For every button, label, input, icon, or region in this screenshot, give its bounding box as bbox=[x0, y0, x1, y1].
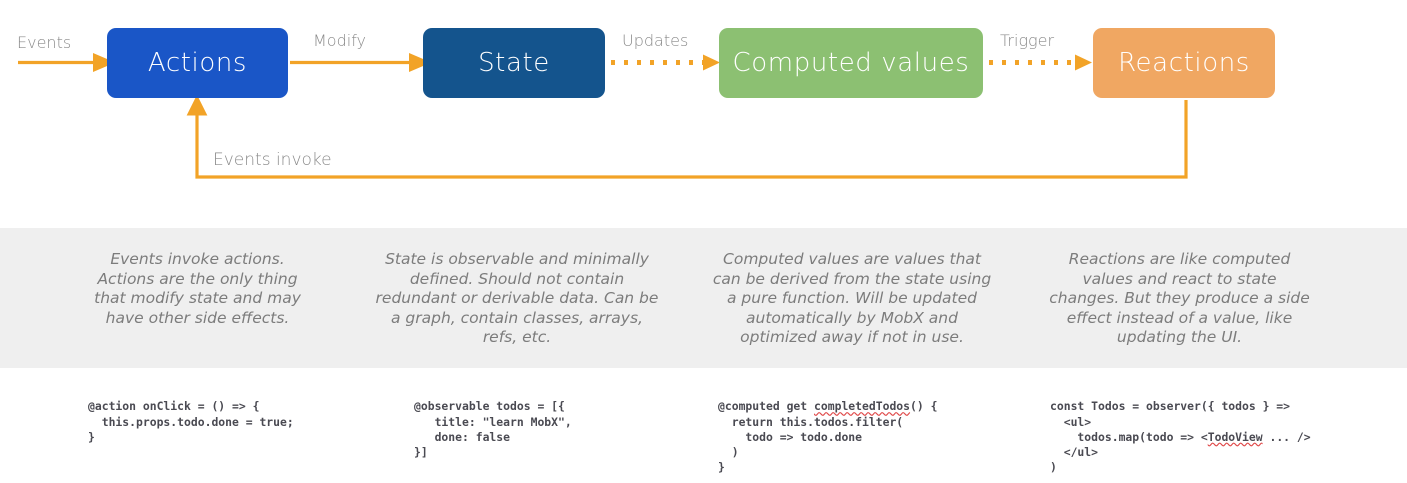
node-state[interactable]: State bbox=[423, 28, 605, 98]
arrowhead-updates bbox=[703, 54, 720, 71]
description-computed-values: Computed values are values that can be d… bbox=[712, 250, 992, 346]
description-state: State is observable and minimally define… bbox=[375, 250, 659, 346]
code-sample-actions: @action onClick = () => { this.props.tod… bbox=[88, 399, 294, 444]
description-band: Events invoke actions. Actions are the o… bbox=[0, 228, 1407, 368]
edge-label-events-invoke: Events invoke bbox=[213, 150, 332, 170]
node-reactions[interactable]: Reactions bbox=[1093, 28, 1275, 98]
code-sample-state: @observable todos = [{ title: "learn Mob… bbox=[414, 399, 572, 459]
edge-label-modify: Modify bbox=[313, 31, 367, 50]
flow-arrows bbox=[18, 52, 1188, 179]
code-computed-suffix: () { return this.todos.filter( todo => t… bbox=[718, 399, 938, 475]
edge-label-updates: Updates bbox=[622, 31, 689, 50]
flow-diagram: Actions State Computed values Reactions … bbox=[0, 0, 1407, 228]
node-actions[interactable]: Actions bbox=[107, 28, 288, 98]
code-reactions-prefix: const Todos = observer({ todos } => <ul>… bbox=[1050, 399, 1291, 444]
code-sample-reactions: const Todos = observer({ todos } => <ul>… bbox=[1050, 399, 1311, 475]
code-computed-flagged-token: completedTodos bbox=[814, 399, 911, 414]
node-computed-values[interactable]: Computed values bbox=[719, 28, 983, 98]
description-reactions: Reactions are like computed values and r… bbox=[1049, 250, 1310, 346]
code-band: @action onClick = () => { this.props.tod… bbox=[0, 368, 1407, 483]
code-reactions-suffix: ... /> </ul> ) bbox=[1050, 429, 1311, 475]
description-actions: Events invoke actions. Actions are the o… bbox=[94, 250, 301, 327]
edge-label-trigger: Trigger bbox=[1000, 31, 1055, 50]
edge-label-events: Events bbox=[17, 33, 72, 52]
arrowhead-trigger bbox=[1075, 54, 1092, 71]
code-sample-computed: @computed get completedTodos() { return … bbox=[718, 399, 937, 475]
arrow-events-invoke bbox=[186, 94, 1188, 179]
code-reactions-flagged-token: TodoView bbox=[1207, 429, 1263, 444]
code-computed-prefix: @computed get bbox=[718, 399, 815, 414]
